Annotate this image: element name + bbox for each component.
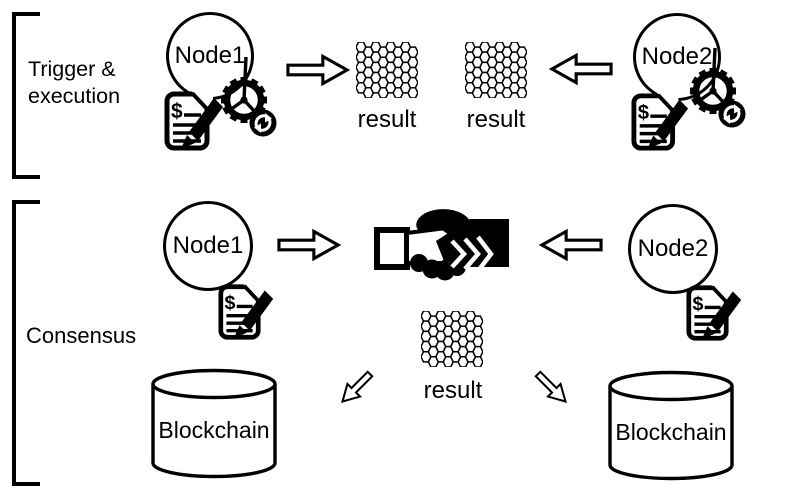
smart-contract-icon bbox=[684, 284, 746, 342]
smart-contract-icon bbox=[162, 90, 228, 152]
blockchain-cylinder-left: Blockchain bbox=[150, 367, 278, 480]
blockchain-label: Blockchain bbox=[158, 417, 270, 443]
node2-label-trigger: Node2 bbox=[641, 43, 713, 70]
block-arrow-right-icon bbox=[277, 229, 340, 261]
section-label-trigger-line2: execution bbox=[28, 84, 121, 108]
block-arrow-left-icon bbox=[550, 53, 613, 85]
node2-circle-trigger: Node2 bbox=[633, 13, 721, 101]
node2-circle-consensus: Node2 bbox=[628, 204, 718, 294]
handshake-icon bbox=[374, 203, 512, 291]
result-label: result bbox=[466, 106, 526, 133]
block-arrow-right-icon bbox=[286, 54, 349, 86]
execution-gears-icon bbox=[687, 43, 749, 129]
node1-label-consensus: Node1 bbox=[172, 232, 244, 259]
result-label: result bbox=[423, 377, 483, 404]
node2-label-consensus: Node2 bbox=[637, 235, 709, 262]
node1-label-trigger: Node1 bbox=[174, 42, 246, 69]
result-honeycomb-icon bbox=[465, 42, 527, 98]
block-arrow-left-icon bbox=[540, 229, 603, 261]
section-label-trigger-line1: Trigger & bbox=[28, 57, 116, 81]
section-label-consensus: Consensus bbox=[26, 323, 137, 348]
result-honeycomb-icon bbox=[421, 311, 483, 367]
block-arrow-down-right-icon bbox=[528, 364, 576, 412]
smart-contract-icon bbox=[630, 92, 692, 152]
block-arrow-down-left-icon bbox=[332, 364, 380, 412]
blockchain-label: Blockchain bbox=[615, 419, 727, 445]
result-honeycomb-icon bbox=[356, 42, 418, 98]
smart-contract-icon bbox=[216, 283, 278, 341]
result-label: result bbox=[357, 106, 417, 133]
blockchain-cylinder-right: Blockchain bbox=[607, 369, 735, 482]
section-label-trigger: Trigger & execution bbox=[28, 56, 120, 110]
section-bracket-trigger bbox=[12, 12, 40, 179]
section-bracket-consensus bbox=[12, 200, 40, 486]
node1-circle-consensus: Node1 bbox=[163, 201, 253, 291]
